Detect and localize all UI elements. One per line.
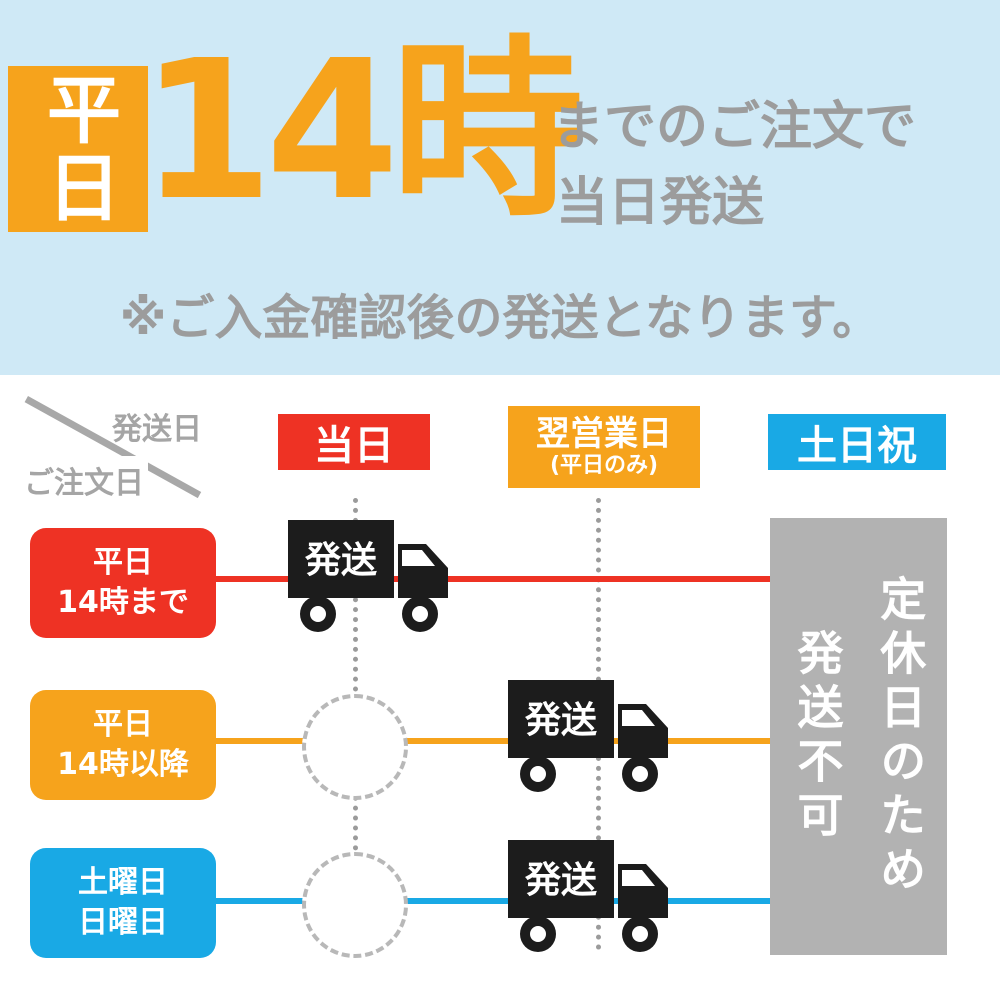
order-date-label: ご注文日	[20, 456, 148, 504]
order-deadline-text: までのご注文で	[552, 97, 917, 157]
truck-icon: 発送	[508, 680, 678, 794]
banner: 平日 14時 までのご注文で 当日発送 ※ご入金確認後の発送となります。	[0, 0, 1000, 375]
ship-label: 発送	[305, 540, 377, 581]
column-header-weekend-holiday: 土日祝	[768, 414, 946, 470]
row-label-line2: 14時以降	[57, 747, 189, 782]
row-label-saturday-sunday: 土曜日 日曜日	[30, 848, 216, 958]
weekday-badge: 平日	[8, 66, 148, 232]
truck-icon: 発送	[508, 840, 678, 954]
payment-note-text: ※ご入金確認後の発送となります。	[119, 290, 881, 346]
shipping-date-label: 発送日	[112, 412, 202, 447]
row-label-line1: 土曜日	[78, 864, 168, 900]
column-header-next-business-day-label: 翌営業日	[536, 414, 672, 455]
timeline-weekday-before-14	[210, 576, 772, 582]
row-label-weekday-before-14: 平日 14時まで	[30, 528, 216, 638]
same-day-shipping-text: 当日発送	[556, 173, 765, 233]
ship-label: 発送	[525, 700, 597, 741]
big-time-text: 14時	[140, 20, 583, 243]
timeline-weekday-after-14	[210, 738, 772, 744]
row-label-line2: 日曜日	[78, 905, 168, 940]
closed-notice-text: 定休日のため 発送不可	[776, 575, 942, 899]
skip-circle-row2	[302, 694, 408, 800]
column-header-next-business-day-sublabel: (平日のみ)	[549, 453, 659, 479]
row-label-weekday-after-14: 平日 14時以降	[30, 690, 216, 800]
ship-label: 発送	[525, 860, 597, 901]
skip-circle-row3	[302, 852, 408, 958]
column-header-same-day: 当日	[278, 414, 430, 470]
closed-notice-box: 定休日のため 発送不可	[770, 518, 947, 955]
row-label-line1: 平日	[93, 706, 153, 742]
closed-notice-line2: 発送不可	[790, 628, 845, 845]
row-label-line1: 平日	[93, 544, 153, 580]
timeline-saturday-sunday	[210, 898, 772, 904]
column-header-next-business-day: 翌営業日 (平日のみ)	[508, 406, 700, 488]
row-label-line2: 14時まで	[57, 585, 189, 620]
closed-notice-line1: 定休日のため	[873, 574, 928, 899]
truck-icon: 発送	[288, 520, 458, 634]
